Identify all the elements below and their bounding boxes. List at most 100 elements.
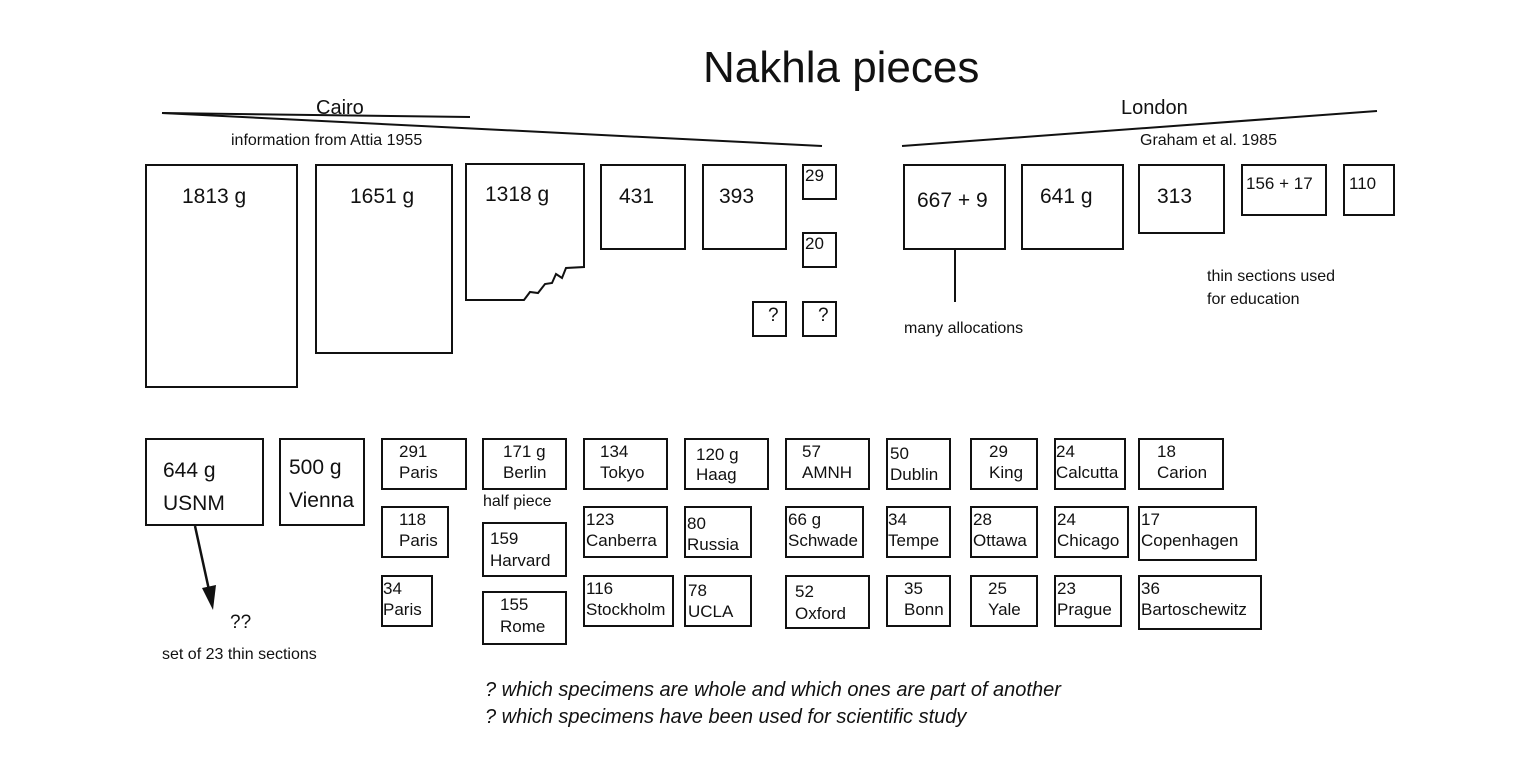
- piece-bonn-place: Bonn: [904, 600, 944, 619]
- piece-usnm-place: USNM: [163, 492, 225, 515]
- thin-sections-note-line2: for education: [1207, 291, 1300, 308]
- piece-paris-118-mass: 118: [399, 510, 427, 529]
- piece-313: 313: [1138, 164, 1225, 234]
- usnm-thin-sections-note: set of 23 thin sections: [162, 646, 317, 663]
- piece-paris-291-mass: 291: [399, 442, 428, 461]
- piece-oxford-place: Oxford: [795, 604, 847, 623]
- piece-chicago: 24 Chicago: [1054, 506, 1129, 558]
- london-label: London: [1121, 97, 1188, 119]
- piece-calcutta-mass: 24: [1056, 442, 1075, 461]
- piece-carion-mass: 18: [1157, 442, 1176, 461]
- piece-667: 667 + 9: [903, 164, 1006, 250]
- piece-rome-place: Rome: [500, 617, 546, 636]
- piece-prague-mass: 23: [1057, 579, 1076, 598]
- piece-1813: 1813 g: [145, 164, 298, 388]
- piece-156-mass: 156 + 17: [1246, 174, 1313, 193]
- piece-prague: 23 Prague: [1054, 575, 1122, 627]
- piece-stockholm-place: Stockholm: [586, 600, 666, 619]
- piece-paris-118: 118 Paris: [381, 506, 449, 558]
- piece-641: 641 g: [1021, 164, 1124, 250]
- piece-harvard-mass: 159: [490, 529, 519, 548]
- piece-ottawa-mass: 28: [973, 510, 992, 529]
- piece-usnm: 644 g USNM: [145, 438, 264, 526]
- piece-vienna-place: Vienna: [289, 489, 355, 512]
- piece-paris-291-place: Paris: [399, 463, 438, 482]
- piece-bartoschewitz-place: Bartoschewitz: [1141, 600, 1247, 619]
- london-bracket-line: [901, 110, 1378, 147]
- piece-paris-118-place: Paris: [399, 531, 438, 550]
- piece-tempe-mass: 34: [888, 510, 907, 529]
- piece-20-mass: 20: [805, 234, 824, 253]
- piece-29-mass: 29: [805, 166, 824, 185]
- piece-carion-place: Carion: [1157, 463, 1208, 482]
- piece-bonn-mass: 35: [904, 579, 923, 598]
- piece-20: 20: [802, 232, 837, 268]
- piece-copenhagen-mass: 17: [1141, 510, 1160, 529]
- piece-king-mass: 29: [989, 442, 1008, 461]
- piece-667-mass: 667 + 9: [917, 189, 988, 212]
- thin-sections-note-line1: thin sections used: [1207, 268, 1336, 285]
- piece-amnh-mass: 57: [802, 442, 821, 461]
- piece-ucla: 78 UCLA: [684, 575, 752, 627]
- piece-usnm-mass: 644 g: [163, 459, 216, 482]
- piece-canberra-mass: 123: [586, 510, 615, 529]
- piece-chicago-place: Chicago: [1057, 531, 1120, 550]
- piece-1651-mass: 1651 g: [350, 185, 415, 208]
- piece-chicago-mass: 24: [1057, 510, 1076, 529]
- piece-bartoschewitz-mass: 36: [1141, 579, 1160, 598]
- usnm-arrow-shaft: [193, 525, 211, 591]
- piece-rome-mass: 155: [500, 595, 529, 614]
- piece-tokyo-mass: 134: [600, 442, 629, 461]
- cairo-source: information from Attia 1955: [231, 132, 423, 149]
- piece-yale-mass: 25: [988, 579, 1007, 598]
- many-allocations-note: many allocations: [904, 320, 1024, 337]
- piece-russia-place: Russia: [687, 535, 739, 554]
- piece-russia-mass: 80: [687, 514, 706, 533]
- usnm-question: ??: [230, 612, 252, 633]
- piece-yale-place: Yale: [988, 600, 1021, 619]
- london-source: Graham et al. 1985: [1140, 132, 1277, 149]
- piece-berlin-place: Berlin: [503, 463, 547, 482]
- piece-110-mass: 110: [1349, 174, 1377, 193]
- piece-431: 431: [600, 164, 686, 250]
- page-title: Nakhla pieces: [703, 43, 980, 92]
- piece-haag: 120 g Haag: [684, 438, 769, 490]
- piece-29: 29: [802, 164, 837, 200]
- piece-carion: 18 Carion: [1138, 438, 1224, 490]
- piece-canberra-place: Canberra: [586, 531, 657, 550]
- piece-paris-291: 291 Paris: [381, 438, 467, 490]
- piece-berlin: 171 g Berlin: [482, 438, 567, 490]
- piece-berlin-mass: 171 g: [503, 442, 546, 461]
- piece-bonn: 35 Bonn: [886, 575, 951, 627]
- piece-schwade-mass: 66 g: [788, 510, 822, 529]
- piece-amnh-place: AMNH: [802, 463, 853, 482]
- piece-431-mass: 431: [619, 185, 655, 208]
- piece-stockholm: 116 Stockholm: [583, 575, 674, 627]
- question-whole-or-part: ? which specimens are whole and which on…: [485, 679, 1061, 701]
- piece-rome: 155 Rome: [482, 591, 567, 645]
- piece-313-mass: 313: [1157, 185, 1193, 208]
- piece-calcutta: 24 Calcutta: [1054, 438, 1126, 490]
- piece-tokyo-place: Tokyo: [600, 463, 645, 482]
- piece-unknown-b-mass: ?: [818, 305, 829, 326]
- piece-harvard: 159 Harvard: [482, 522, 567, 577]
- piece-paris-34-mass: 34: [383, 579, 402, 598]
- piece-yale: 25 Yale: [970, 575, 1038, 627]
- piece-tokyo: 134 Tokyo: [583, 438, 668, 490]
- piece-copenhagen-place: Copenhagen: [1141, 531, 1239, 550]
- piece-amnh: 57 AMNH: [785, 438, 870, 490]
- piece-1813-mass: 1813 g: [182, 185, 247, 208]
- piece-unknown-a-mass: ?: [768, 305, 779, 326]
- piece-110: 110: [1343, 164, 1395, 216]
- piece-156: 156 + 17: [1241, 164, 1327, 216]
- piece-king: 29 King: [970, 438, 1038, 490]
- piece-unknown-b: ?: [802, 301, 837, 337]
- piece-dublin-place: Dublin: [890, 465, 939, 484]
- piece-russia: 80 Russia: [684, 506, 752, 558]
- piece-vienna: 500 g Vienna: [279, 438, 365, 526]
- piece-schwade: 66 g Schwade: [785, 506, 864, 558]
- piece-schwade-place: Schwade: [788, 531, 858, 550]
- cairo-bracket-line-top: [161, 112, 471, 118]
- piece-copenhagen: 17 Copenhagen: [1138, 506, 1257, 561]
